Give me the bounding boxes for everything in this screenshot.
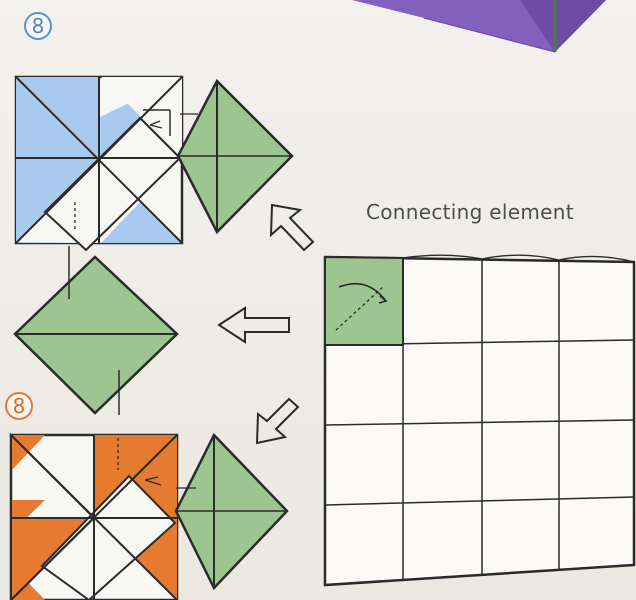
- green-connector-diamond-bottom: [176, 435, 287, 588]
- orange-folded-square: [11, 435, 177, 600]
- arrow-down-left-icon: [257, 399, 298, 443]
- arrow-left-icon: [219, 308, 289, 342]
- arrow-up-left-icon: [271, 205, 313, 250]
- purple-origami-object: [352, 0, 606, 52]
- grid-board: [325, 255, 634, 585]
- blue-folded-square: [16, 77, 182, 250]
- green-connector-diamond-middle: [15, 246, 177, 415]
- green-connector-diamond-top: [178, 81, 292, 232]
